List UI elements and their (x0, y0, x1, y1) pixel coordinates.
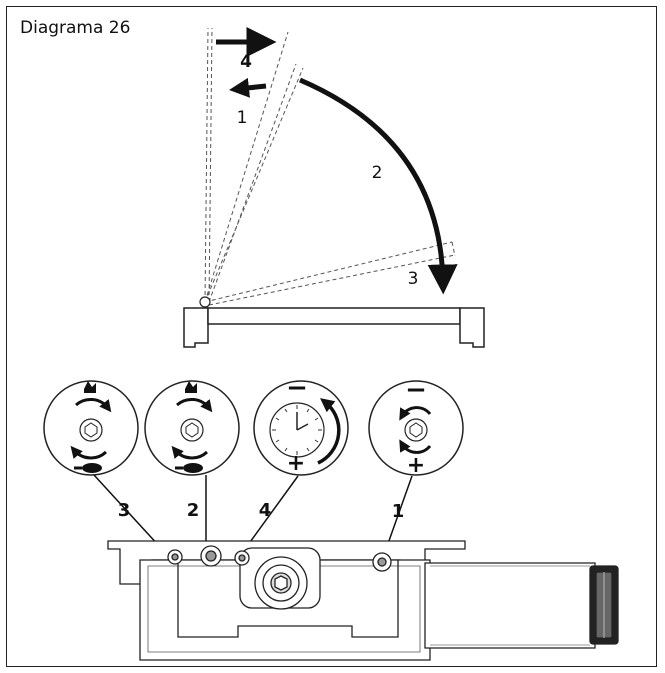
turtle-icon (82, 463, 102, 473)
rabbit-icon (185, 381, 197, 393)
plus-sign: + (407, 453, 425, 478)
valve-label-1: 1 (392, 501, 405, 522)
turtle-icon (183, 463, 203, 473)
dial-delay-4: − + (253, 373, 349, 476)
hinge-pivot (199, 296, 211, 308)
diagram-title: Diagrama 26 (20, 18, 131, 38)
motion-arrow-1 (229, 77, 267, 98)
motion-label-1: 1 (237, 108, 248, 128)
motion-arrow-2-3 (299, 77, 458, 295)
dial-latch-1: − + (368, 375, 464, 478)
plus-sign: + (287, 451, 305, 476)
motion-label-3: 3 (408, 269, 419, 289)
motion-label-2: 2 (372, 163, 383, 183)
motion-label-4: 4 (240, 52, 252, 72)
dial-speed-3 (43, 380, 139, 476)
dial-speed-2 (144, 380, 240, 476)
minus-sign: − (286, 373, 308, 403)
rabbit-icon (84, 381, 96, 393)
valve-label-4: 4 (259, 500, 272, 521)
door-swing-diagram: 4 1 2 3 (183, 27, 485, 348)
clock-icon (269, 402, 325, 458)
diagram-frame (6, 6, 657, 667)
valve-label-3: 3 (118, 500, 131, 521)
door-closer-body (107, 540, 619, 661)
valve-label-2: 2 (187, 500, 200, 521)
minus-sign: − (405, 375, 427, 405)
